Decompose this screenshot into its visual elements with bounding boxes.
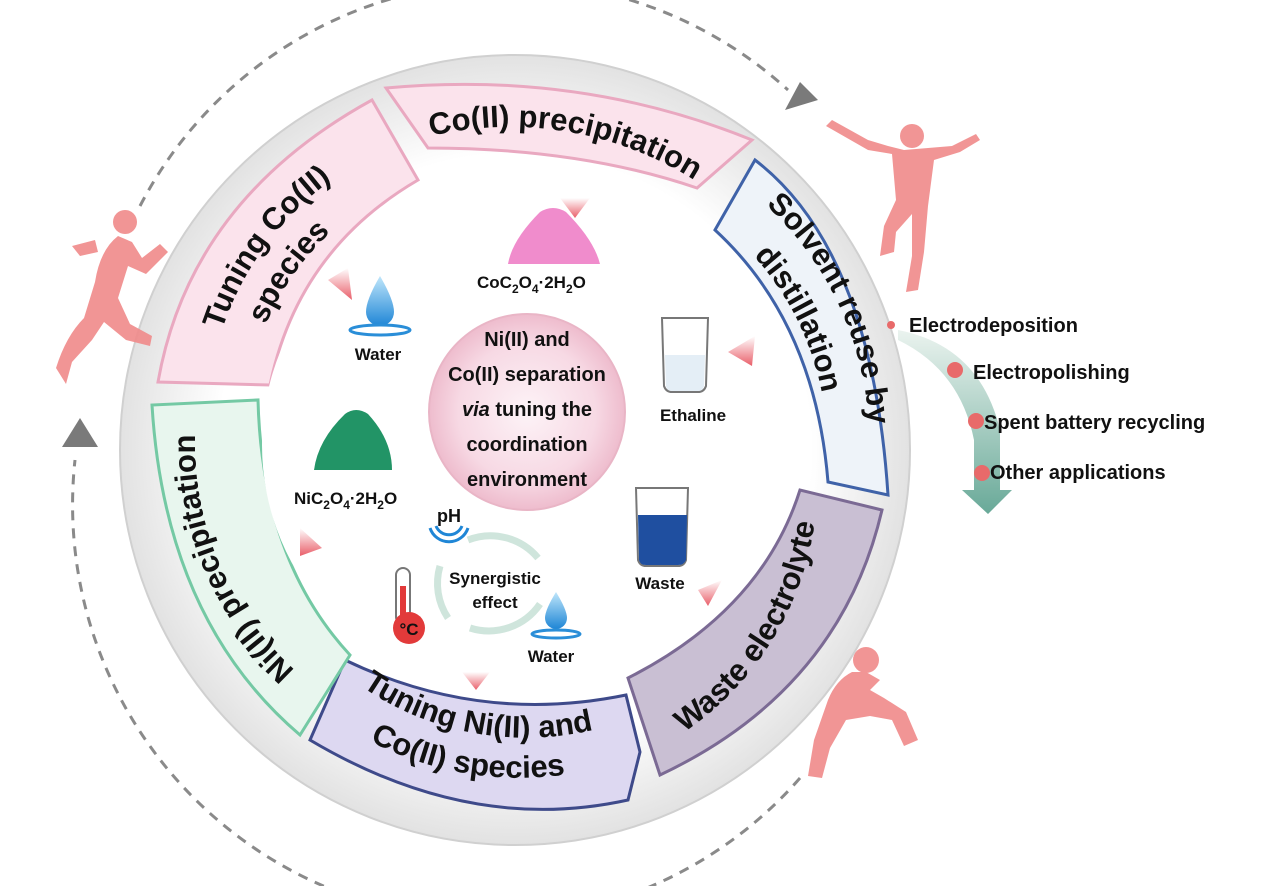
triangle-icon — [328, 268, 352, 300]
ethaline-beaker-icon: Ethaline — [660, 317, 726, 425]
celsius-label: °C — [399, 620, 418, 639]
segment-ni-precipitation — [150, 398, 352, 738]
ph-icon: pH — [428, 506, 470, 544]
waste-label: Waste — [635, 574, 684, 593]
water-label-bottom: Water — [528, 647, 575, 666]
runner-top-right-icon — [826, 120, 980, 292]
ethaline-label: Ethaline — [660, 406, 726, 425]
triangle-icon — [462, 672, 490, 690]
center-text-line4: coordination — [466, 434, 587, 456]
application-bullet-icon — [887, 321, 895, 329]
flow-triangles — [300, 198, 755, 690]
water-drop-icon: Water — [348, 276, 412, 364]
cobalt-oxalate-label: CoC2O4·2H2O — [477, 273, 586, 296]
center-circle: Ni(II) and Co(II) separation via tuning … — [428, 313, 626, 511]
application-item: Electropolishing — [973, 362, 1130, 384]
triangle-icon — [560, 198, 590, 218]
application-bullet-icon — [974, 465, 990, 481]
nickel-oxalate-label: NiC2O4·2H2O — [294, 489, 397, 512]
application-bullet-icon — [968, 413, 984, 429]
triangle-icon — [698, 580, 722, 606]
ph-label: pH — [437, 506, 461, 526]
center-text-line5: environment — [467, 469, 587, 491]
synergistic-label-1: Synergistic — [449, 569, 541, 588]
water-label-top: Water — [355, 345, 402, 364]
triangle-icon — [300, 528, 322, 556]
segment-co-precipitation — [383, 82, 755, 190]
synergistic-label-2: effect — [472, 593, 518, 612]
center-text-line3: via tuning the — [462, 399, 592, 421]
cycle-arrowhead-top-icon — [785, 82, 818, 110]
nickel-oxalate-powder: NiC2O4·2H2O — [294, 410, 397, 512]
center-text-line1: Ni(II) and — [484, 329, 570, 351]
outer-dashed-cycle — [62, 0, 818, 886]
segment-tuning-co — [156, 97, 421, 387]
application-item: Spent battery recycling — [984, 412, 1205, 434]
application-item: Electrodeposition — [909, 315, 1078, 337]
segment-waste-electrolyte — [626, 488, 884, 778]
application-bullet-icon — [947, 362, 963, 378]
cobalt-oxalate-powder: CoC2O4·2H2O — [477, 208, 600, 296]
applications-list: Electrodeposition Electropolishing Spent… — [887, 315, 1205, 514]
thermometer-icon: °C — [393, 567, 425, 644]
center-text-line2: Co(II) separation — [448, 364, 606, 386]
waste-beaker-icon: Waste — [634, 487, 690, 593]
synergistic-effect: Synergistic effect — [433, 532, 543, 635]
application-item: Other applications — [990, 462, 1166, 484]
water-drop-icon: Water — [528, 592, 582, 666]
segment-tuning-ni-co — [308, 657, 642, 811]
segment-solvent-reuse — [713, 157, 890, 497]
runner-bottom-right-icon — [808, 647, 918, 778]
cycle-arrowhead-left-icon — [62, 418, 98, 447]
triangle-icon — [728, 336, 755, 366]
runner-left-icon — [56, 210, 168, 384]
